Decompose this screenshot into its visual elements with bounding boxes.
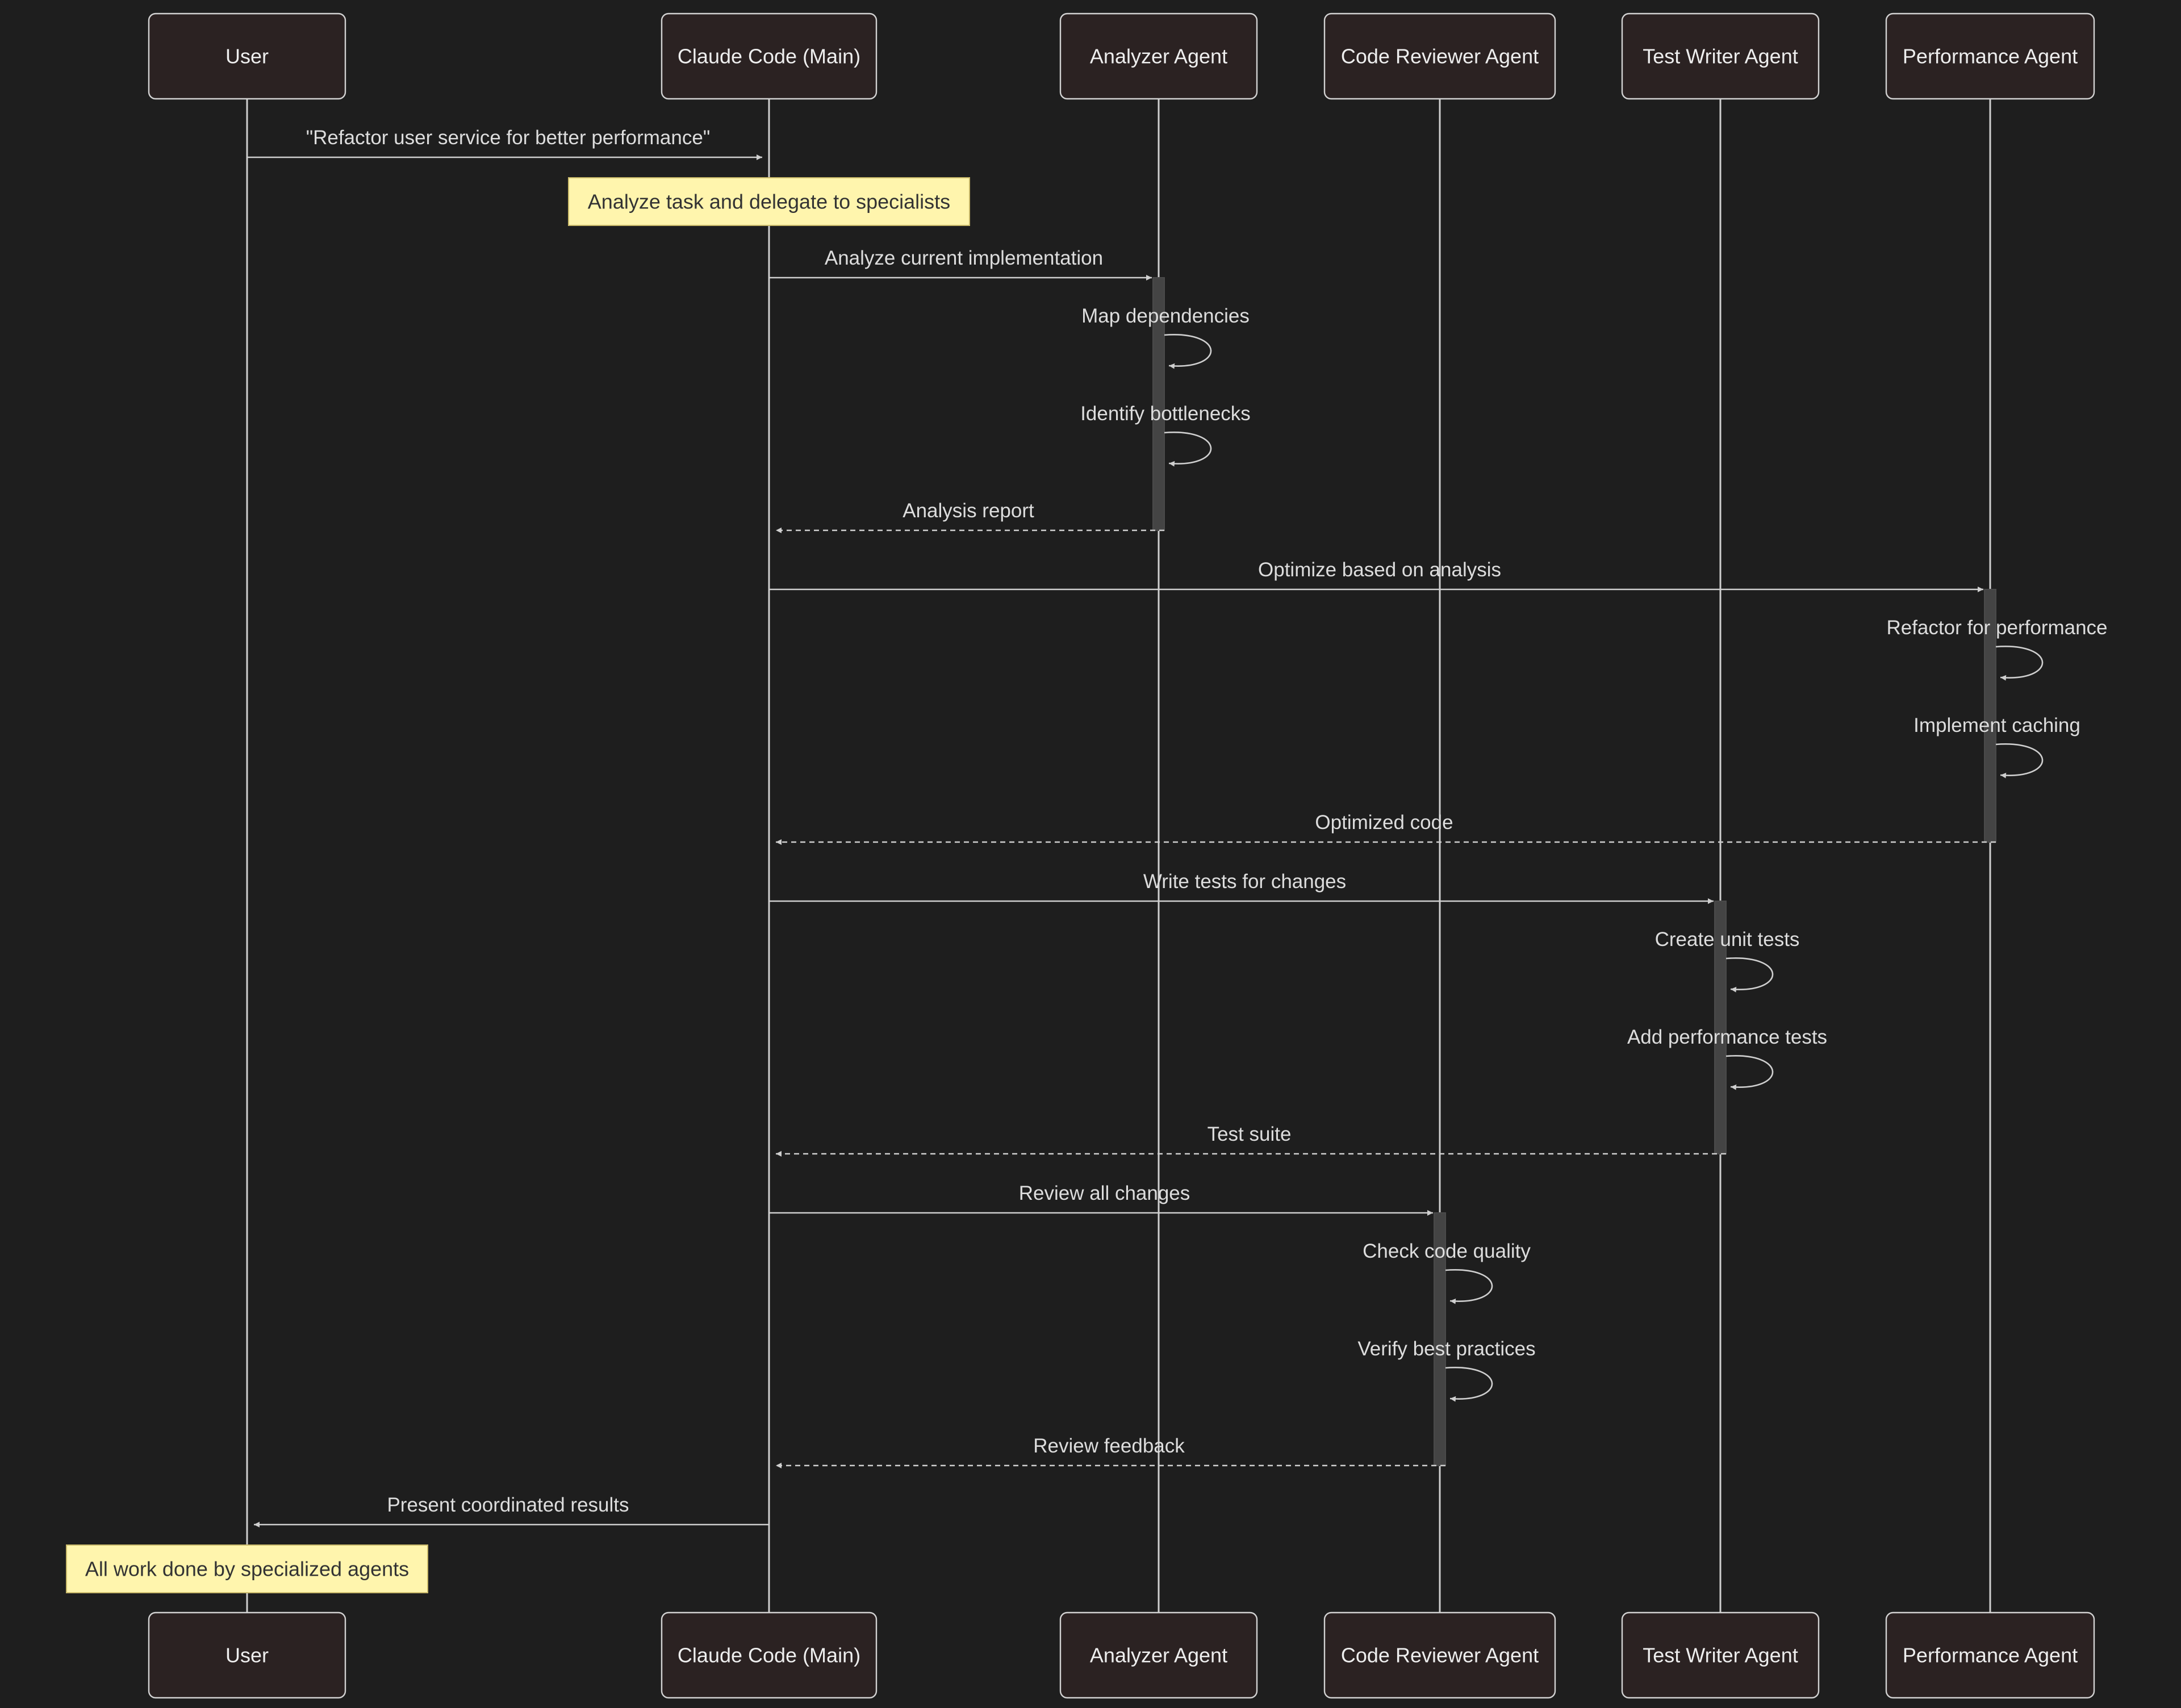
actor-main-bottom[interactable]: Claude Code (Main) (661, 1611, 878, 1699)
actor-label: Test Writer Agent (1643, 45, 1798, 68)
actor-main-top[interactable]: Claude Code (Main) (661, 12, 878, 100)
message-label: Write tests for changes (1143, 870, 1346, 893)
message-5: Analysis report (776, 500, 1164, 533)
activation-perf (1984, 589, 1996, 843)
actor-label: User (225, 45, 269, 68)
actor-box (1323, 12, 1556, 100)
actor-label: User (225, 1644, 269, 1667)
activation-analyzer (1152, 277, 1165, 531)
self-message-11: Create unit tests (1655, 928, 1800, 993)
actor-tester-bottom[interactable]: Test Writer Agent (1621, 1611, 1820, 1699)
actor-tester-top[interactable]: Test Writer Agent (1621, 12, 1820, 100)
message-label: "Refactor user service for better perfor… (306, 127, 711, 149)
self-message-arrow (1725, 1055, 1774, 1090)
actor-label: Code Reviewer Agent (1341, 45, 1539, 68)
actor-box (1885, 12, 2095, 100)
message-17: Review feedback (776, 1435, 1445, 1468)
actor-perf-top[interactable]: Performance Agent (1885, 12, 2095, 100)
note-box (66, 1544, 428, 1593)
actor-label: Performance Agent (1903, 1644, 2078, 1667)
actor-label: Analyzer Agent (1090, 1644, 1227, 1667)
self-message-label: Identify bottlenecks (1080, 403, 1251, 425)
self-message-label: Map dependencies (1081, 305, 1250, 327)
note-19: All work done by specialized agents (66, 1544, 428, 1593)
self-message-16: Verify best practices (1357, 1338, 1536, 1402)
actor-label: Claude Code (Main) (678, 1644, 860, 1667)
actor-box (661, 12, 878, 100)
message-9: Optimized code (776, 811, 1996, 845)
self-message-8: Implement caching (1913, 714, 2080, 778)
self-message-3: Map dependencies (1081, 305, 1250, 369)
self-message-arrow (1995, 646, 2044, 681)
actor-user-top[interactable]: User (148, 12, 346, 100)
actor-box (1323, 1611, 1556, 1699)
message-2: Analyze current implementation (769, 247, 1152, 281)
actor-box (1059, 1611, 1258, 1699)
message-18: Present coordinated results (254, 1494, 769, 1527)
message-13: Test suite (776, 1123, 1726, 1157)
self-message-arrow (1445, 1367, 1493, 1402)
self-message-7: Refactor for performance (1886, 617, 2108, 681)
actor-reviewer-top[interactable]: Code Reviewer Agent (1323, 12, 1556, 100)
self-message-arrow (1164, 432, 1212, 467)
note-label: Analyze task and delegate to specialists (588, 190, 950, 214)
self-message-4: Identify bottlenecks (1080, 403, 1251, 467)
activation-reviewer (1434, 1212, 1446, 1466)
message-6: Optimize based on analysis (769, 559, 1983, 592)
message-label: Analyze current implementation (825, 247, 1103, 269)
message-label: Present coordinated results (387, 1494, 629, 1516)
actor-box (1059, 12, 1258, 100)
message-10: Write tests for changes (769, 870, 1714, 904)
self-message-15: Check code quality (1363, 1240, 1531, 1304)
actor-label: Test Writer Agent (1643, 1644, 1798, 1667)
self-message-arrow (1725, 957, 1774, 993)
self-message-arrow (1995, 743, 2044, 778)
self-message-label: Create unit tests (1655, 928, 1800, 951)
self-message-label: Implement caching (1913, 714, 2080, 736)
actor-user-bottom[interactable]: User (148, 1611, 346, 1699)
message-label: Review all changes (1019, 1182, 1190, 1204)
message-label: Test suite (1208, 1123, 1292, 1145)
self-message-arrow (1445, 1269, 1493, 1304)
actor-analyzer-bottom[interactable]: Analyzer Agent (1059, 1611, 1258, 1699)
actor-label: Performance Agent (1903, 45, 2078, 68)
activation-tester (1714, 901, 1727, 1154)
self-message-12: Add performance tests (1627, 1026, 1827, 1090)
actor-reviewer-bottom[interactable]: Code Reviewer Agent (1323, 1611, 1556, 1699)
actor-box (1621, 12, 1820, 100)
actor-box (1621, 1611, 1820, 1699)
self-message-label: Verify best practices (1357, 1338, 1535, 1360)
actor-box (661, 1611, 878, 1699)
message-0: "Refactor user service for better perfor… (247, 127, 762, 160)
message-14: Review all changes (769, 1182, 1433, 1216)
actor-box (1885, 1611, 2095, 1699)
actor-label: Code Reviewer Agent (1341, 1644, 1539, 1667)
note-box (568, 177, 970, 226)
note-1: Analyze task and delegate to specialists (568, 177, 970, 226)
self-message-label: Refactor for performance (1886, 617, 2107, 639)
message-label: Review feedback (1033, 1435, 1185, 1457)
actor-box (148, 12, 346, 100)
message-label: Optimize based on analysis (1258, 559, 1501, 581)
actor-analyzer-top[interactable]: Analyzer Agent (1059, 12, 1258, 100)
self-message-arrow (1164, 334, 1212, 369)
actor-label: Analyzer Agent (1090, 45, 1227, 68)
actor-box (148, 1611, 346, 1699)
message-label: Analysis report (903, 500, 1034, 522)
message-label: Optimized code (1315, 811, 1453, 834)
self-message-label: Check code quality (1363, 1240, 1531, 1262)
actor-perf-bottom[interactable]: Performance Agent (1885, 1611, 2095, 1699)
self-message-label: Add performance tests (1627, 1026, 1827, 1048)
note-label: All work done by specialized agents (85, 1558, 409, 1581)
actor-label: Claude Code (Main) (678, 45, 860, 68)
